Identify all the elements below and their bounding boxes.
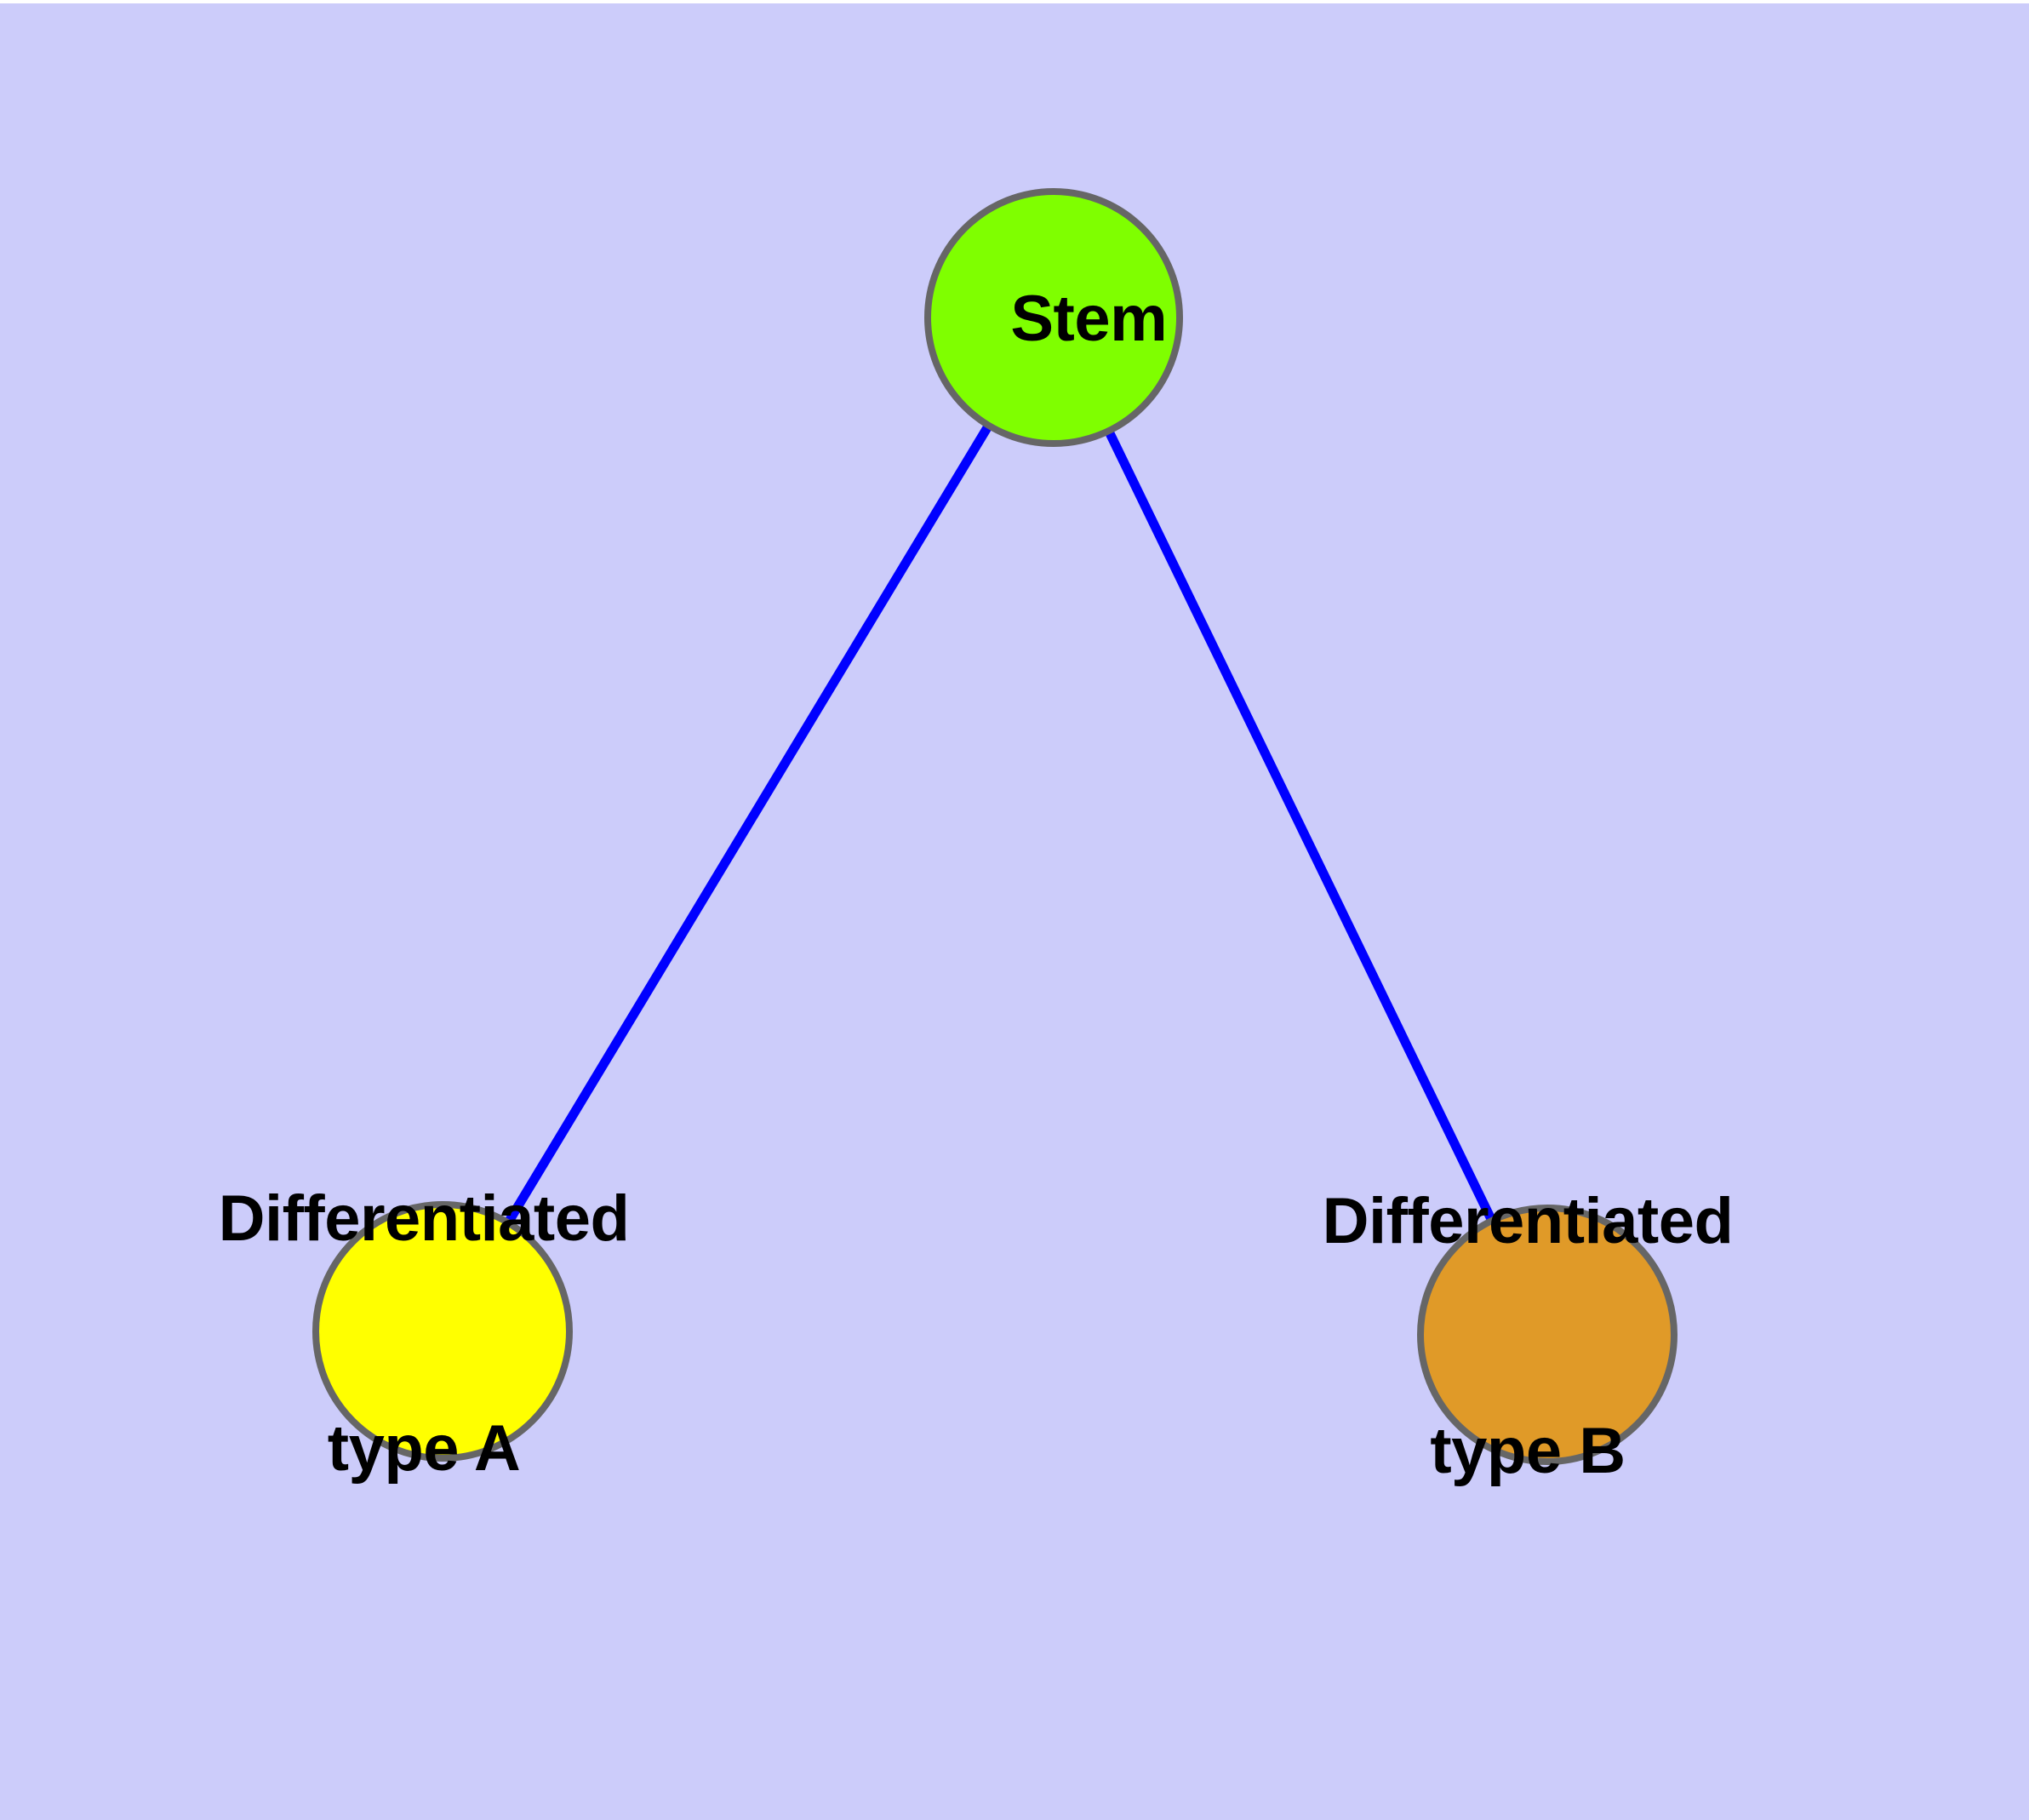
node-circle-differentiated-type-b[interactable]: [1417, 1205, 1677, 1465]
edge-stem-to-differentiated-type-a[interactable]: [438, 315, 1058, 1334]
node-circle-stem[interactable]: [924, 188, 1183, 447]
node-circle-differentiated-type-a[interactable]: [312, 1201, 573, 1462]
edge-stem-to-differentiated-type-b[interactable]: [1049, 315, 1552, 1337]
node-layer: [312, 188, 1677, 1465]
edge-layer: [438, 315, 1552, 1337]
